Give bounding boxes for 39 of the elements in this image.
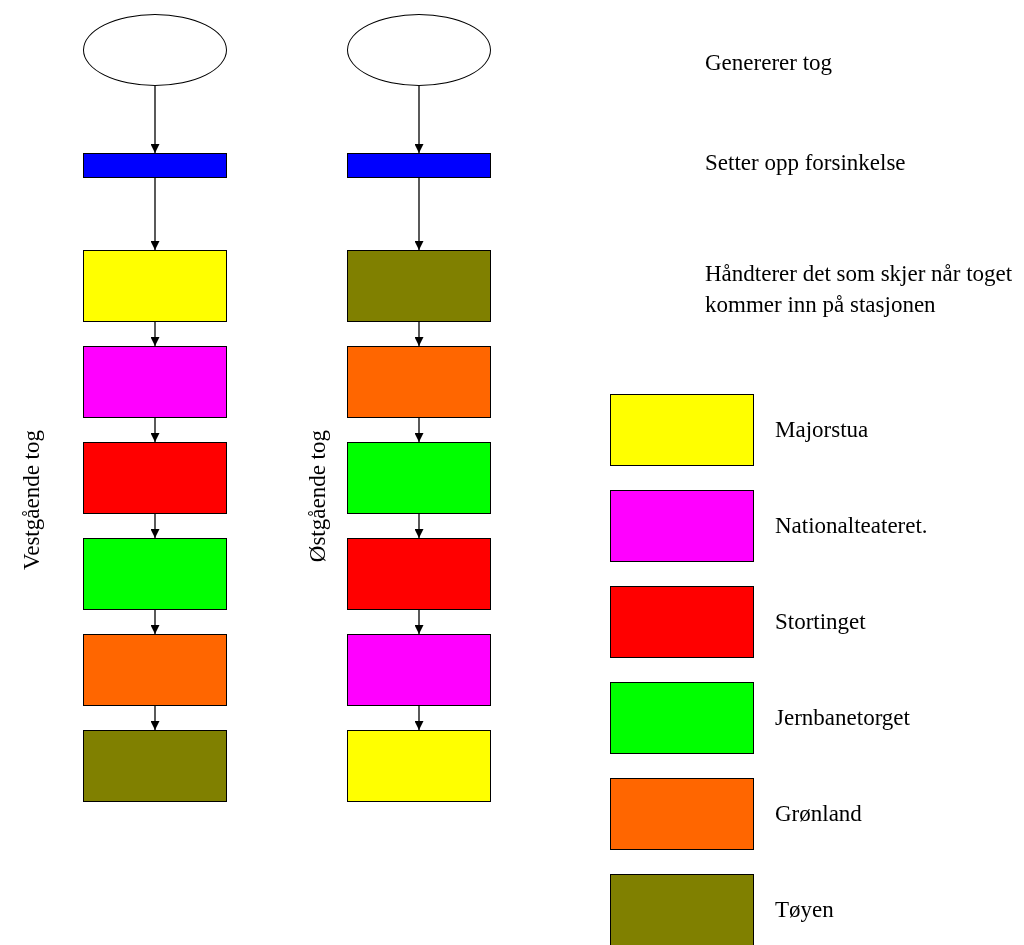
bar-node	[347, 153, 491, 178]
process-box	[347, 634, 491, 706]
process-box	[347, 730, 491, 802]
arrow	[150, 85, 160, 154]
process-box	[83, 634, 227, 706]
bar-node	[83, 153, 227, 178]
arrow	[414, 705, 424, 731]
process-box	[347, 250, 491, 322]
description-text: Genererer tog	[705, 49, 834, 77]
description-text: Setter opp forsinkelse	[705, 149, 907, 177]
arrow	[150, 705, 160, 731]
legend-label: Majorstua	[775, 416, 869, 444]
process-box	[83, 538, 227, 610]
arrow	[414, 85, 424, 154]
arrow	[150, 417, 160, 443]
arrow	[414, 513, 424, 539]
legend-label: Stortinget	[775, 608, 866, 636]
arrow	[414, 609, 424, 635]
process-box	[347, 442, 491, 514]
arrow	[150, 513, 160, 539]
process-box	[83, 346, 227, 418]
legend-label: Nationalteateret.	[775, 512, 928, 540]
legend-label: Jernbanetorget	[775, 704, 910, 732]
process-box	[83, 250, 227, 322]
column-label: Vestgående tog	[18, 430, 45, 570]
arrow	[414, 177, 424, 251]
process-box	[83, 730, 227, 802]
legend-label: Tøyen	[775, 896, 834, 924]
arrow	[150, 177, 160, 251]
arrow	[150, 321, 160, 347]
arrow	[150, 609, 160, 635]
process-box	[347, 346, 491, 418]
legend-label: Grønland	[775, 800, 862, 828]
column-label: Østgående tog	[304, 430, 331, 563]
process-box	[83, 442, 227, 514]
description-text: Håndterer det som skjer når toget kommer inn på stasjonen	[705, 260, 1014, 319]
arrow	[414, 417, 424, 443]
process-box	[347, 538, 491, 610]
arrow	[414, 321, 424, 347]
